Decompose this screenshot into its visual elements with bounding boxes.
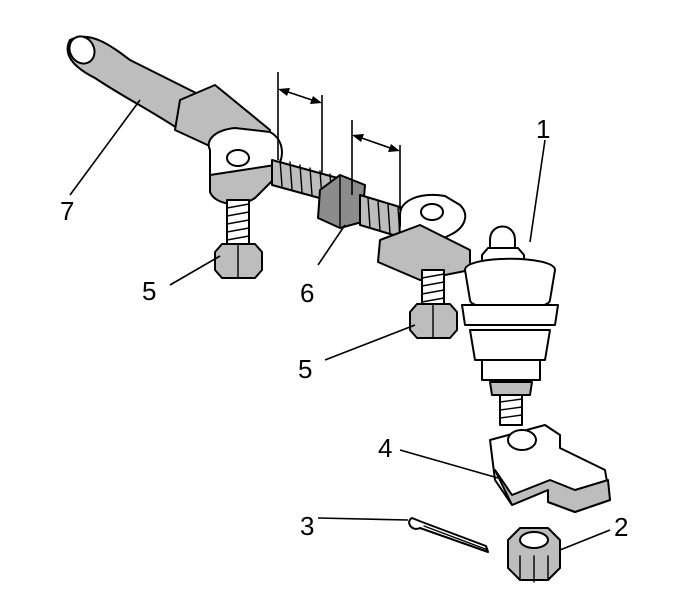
cotter-pin: [408, 517, 489, 553]
callout-3: 3: [300, 511, 314, 541]
dimension-marks: [277, 72, 401, 210]
left-end-bracket: [174, 84, 283, 205]
callout-4: 4: [378, 433, 392, 463]
callout-5-left: 5: [142, 276, 156, 306]
callout-labels: 1 2 3 4 5 5 6 7: [60, 114, 628, 542]
leader-lines: [69, 99, 611, 551]
ball-stud: [461, 225, 559, 426]
right-end-bracket: [377, 194, 471, 281]
callout-6: 6: [300, 278, 314, 308]
callout-2: 2: [614, 512, 628, 542]
threaded-adjuster: [271, 159, 411, 241]
callout-7: 7: [60, 196, 74, 226]
lock-plate: [489, 424, 611, 513]
middle-bolt: [409, 269, 458, 339]
cable-rod: [66, 35, 201, 131]
castle-nut: [507, 527, 561, 583]
callout-1: 1: [536, 114, 550, 144]
left-bolt: [214, 199, 263, 279]
callout-5-middle: 5: [298, 354, 312, 384]
